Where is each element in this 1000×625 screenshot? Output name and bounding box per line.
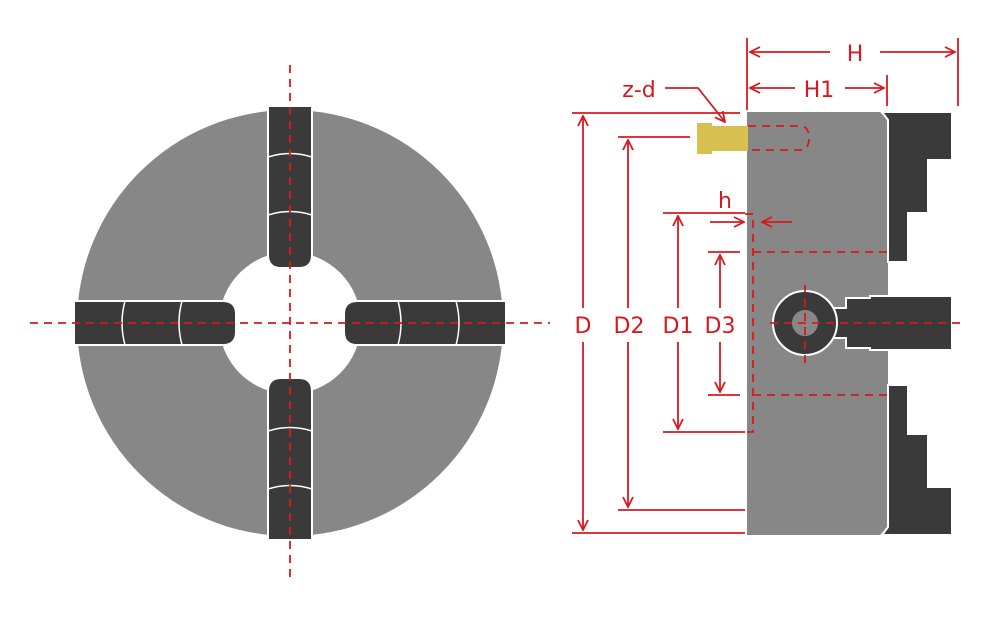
label-h: h [718, 189, 732, 214]
dimensions: D D2 D1 D3 H H1 z-d h [570, 38, 959, 534]
z-d-leader [665, 87, 725, 122]
label-H1: H1 [804, 78, 835, 103]
jaw-side-top [880, 111, 953, 263]
label-H: H [847, 42, 864, 67]
spigot-hidden-line [745, 213, 888, 433]
front-view [30, 65, 550, 580]
label-D1: D1 [663, 314, 694, 339]
label-D3: D3 [705, 314, 736, 339]
label-z-d: z-d [622, 78, 655, 103]
label-D: D [575, 314, 592, 339]
label-D2: D2 [614, 314, 645, 339]
jaw-side-bottom [880, 384, 953, 536]
side-view [697, 111, 965, 536]
mounting-bolt [697, 123, 810, 154]
jaw-top [267, 105, 313, 269]
jaw-left [73, 300, 237, 346]
